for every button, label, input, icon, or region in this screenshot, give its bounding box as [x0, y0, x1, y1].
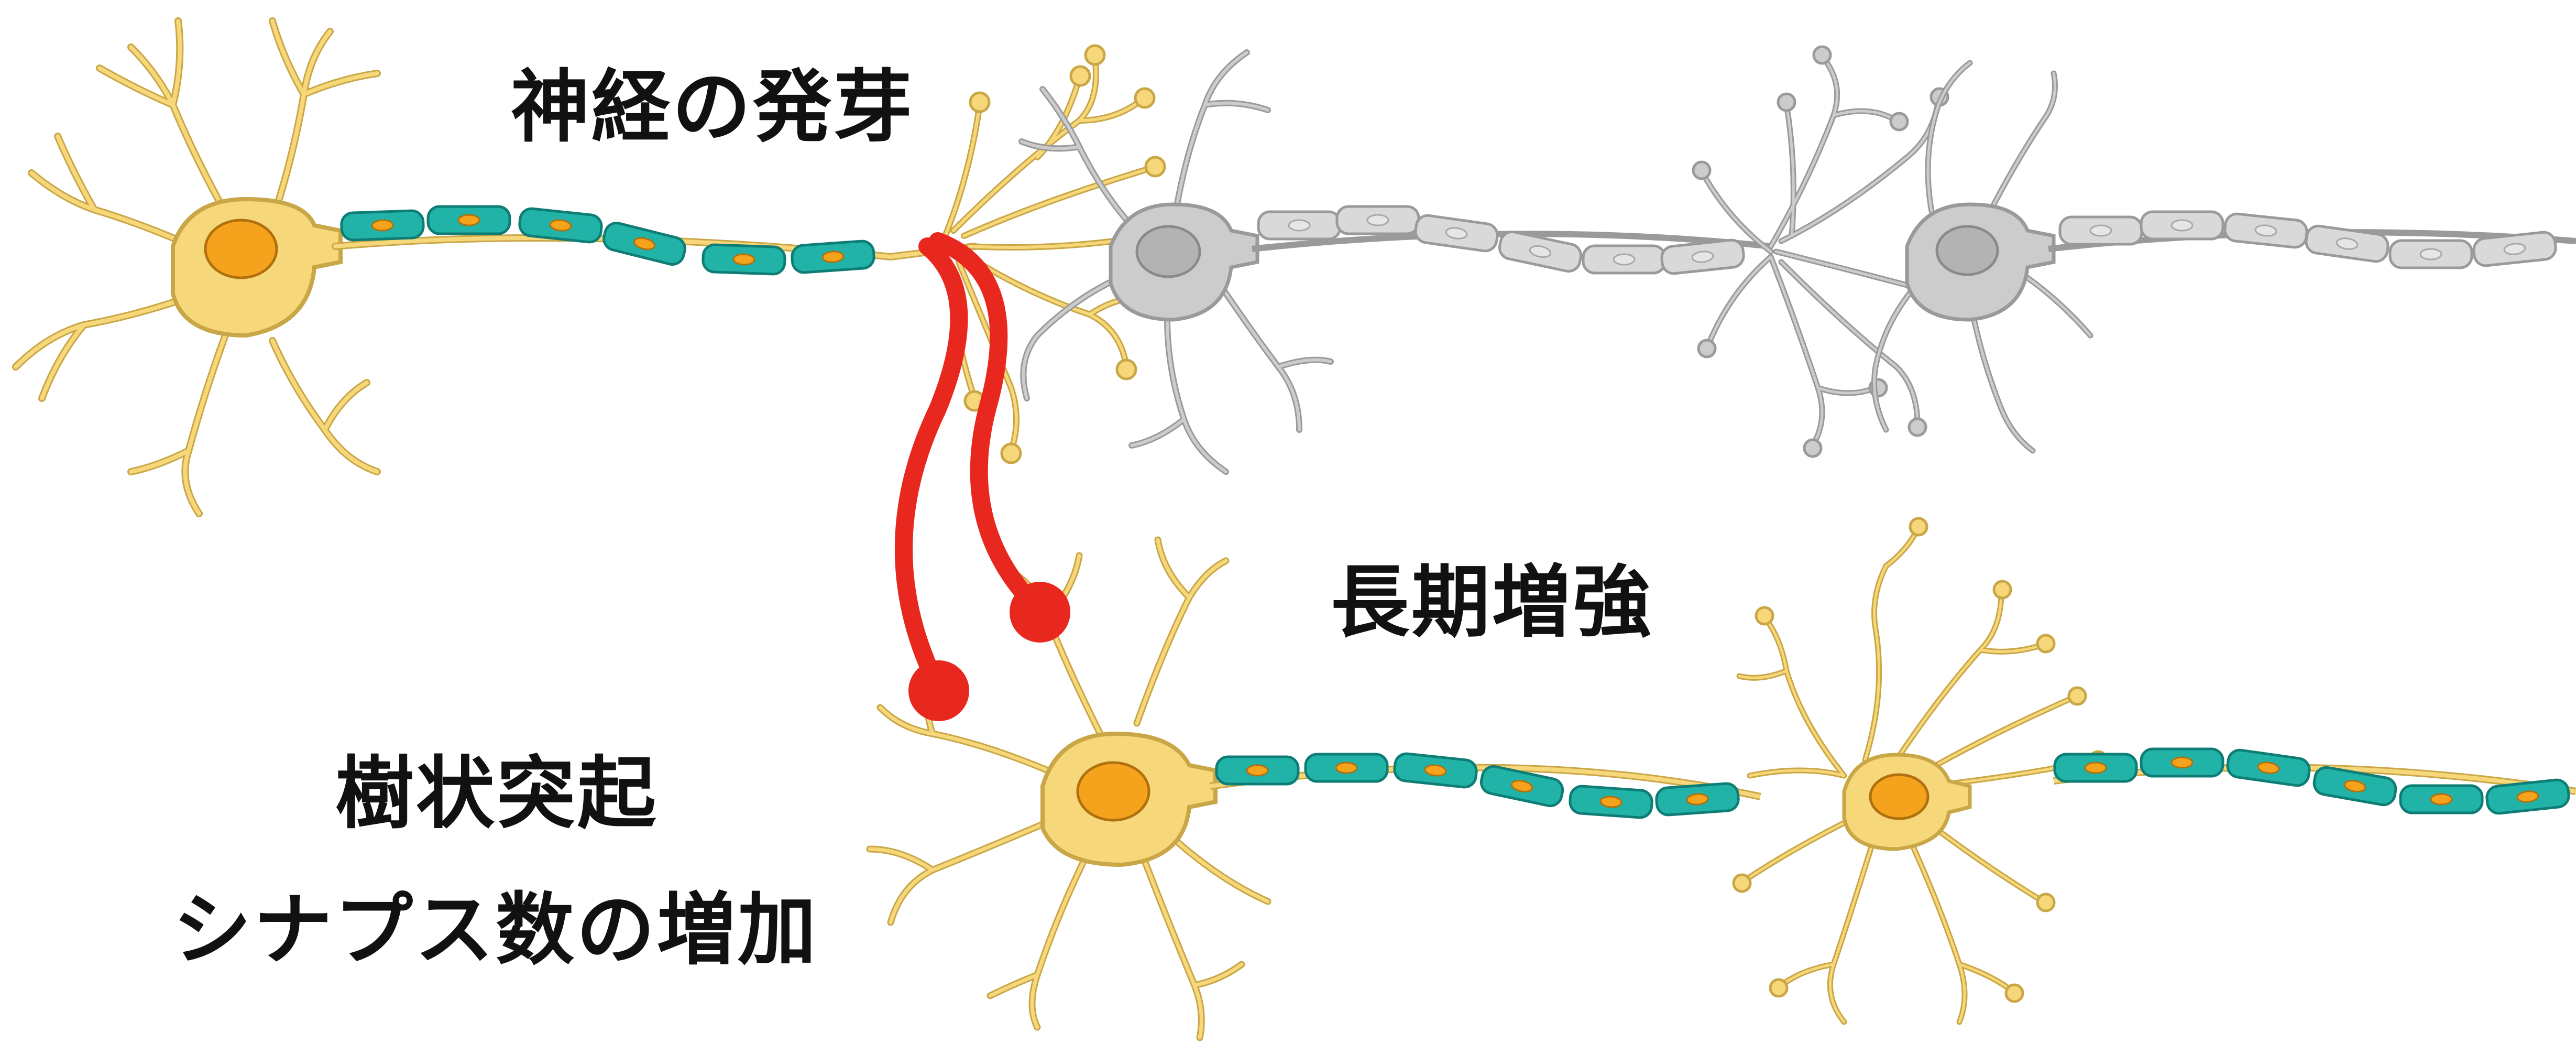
label-long-term-potentiation: 長期増強: [1331, 563, 1653, 642]
axon-top-right: [2048, 212, 2576, 268]
neuron-top-left: [16, 21, 377, 514]
label-synapse-increase: シナプス数の増加: [173, 891, 818, 970]
label-nerve-sprouting: 神経の発芽: [511, 68, 914, 147]
axon-bottom: [1210, 753, 1760, 818]
neuron-bottom-right: [1734, 518, 2107, 1022]
axon-top-middle: [1252, 206, 1771, 275]
axon-bottom-right: [2054, 748, 2576, 814]
axon-top-left: [335, 206, 974, 275]
label-dendrite: 樹状突起: [335, 755, 658, 833]
new-synapse-connector-icon: [904, 241, 1070, 721]
